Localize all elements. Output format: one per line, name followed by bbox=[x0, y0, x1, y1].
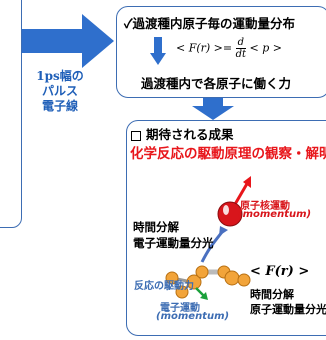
nucleus-motion-arrow bbox=[232, 181, 250, 207]
electron-motion-label: 電子運動 bbox=[160, 303, 200, 314]
force-on-atoms-text: 過渡種内で各原子に働く力 bbox=[141, 76, 292, 91]
orange-atom bbox=[224, 270, 240, 286]
orange-atom bbox=[195, 265, 209, 279]
expected-results-title: 期待される成果 bbox=[131, 124, 234, 143]
force-expectation-label: < F(r) > bbox=[250, 264, 310, 279]
checkbox-icon bbox=[131, 130, 141, 141]
pulse-electron-label: 1ps幅の パルス 電子線 bbox=[36, 69, 84, 113]
electron-spectroscopy-label: 電子運動量分光 bbox=[133, 236, 214, 250]
nucleus-motion-label: 原子核運動 bbox=[240, 201, 290, 212]
right-arrow-icon bbox=[22, 14, 114, 68]
down-arrow-icon bbox=[150, 37, 166, 65]
momentum-distribution-title: ✓過渡種内原子毎の運動量分布 bbox=[124, 16, 296, 31]
time-resolved-label: 時間分解 bbox=[133, 220, 179, 234]
molecule-diagram bbox=[165, 176, 251, 300]
expected-results-box bbox=[126, 120, 326, 336]
electron-momentum-label: (momentum) bbox=[156, 311, 230, 322]
left-panel-frame bbox=[0, 0, 22, 228]
orange-atom bbox=[186, 274, 202, 290]
momentum-distribution-box bbox=[116, 6, 326, 98]
time-resolved-label-2: 時間分解 bbox=[250, 288, 294, 301]
down-arrow-icon bbox=[192, 98, 234, 120]
driving-force-label: 反応の駆動力 bbox=[134, 281, 194, 292]
atom-spectroscopy-label: 原子運動量分光 bbox=[250, 303, 326, 316]
electron-motion-arrow bbox=[195, 287, 205, 297]
nucleus-momentum-label: (momentum) bbox=[238, 209, 312, 220]
orange-atom bbox=[165, 271, 179, 285]
orange-atom bbox=[237, 273, 251, 287]
expected-results-subtitle: 化学反応の駆動原理の観察・解明 bbox=[130, 146, 326, 162]
orange-atom bbox=[175, 285, 189, 299]
nucleus-arrow-head bbox=[243, 176, 251, 188]
